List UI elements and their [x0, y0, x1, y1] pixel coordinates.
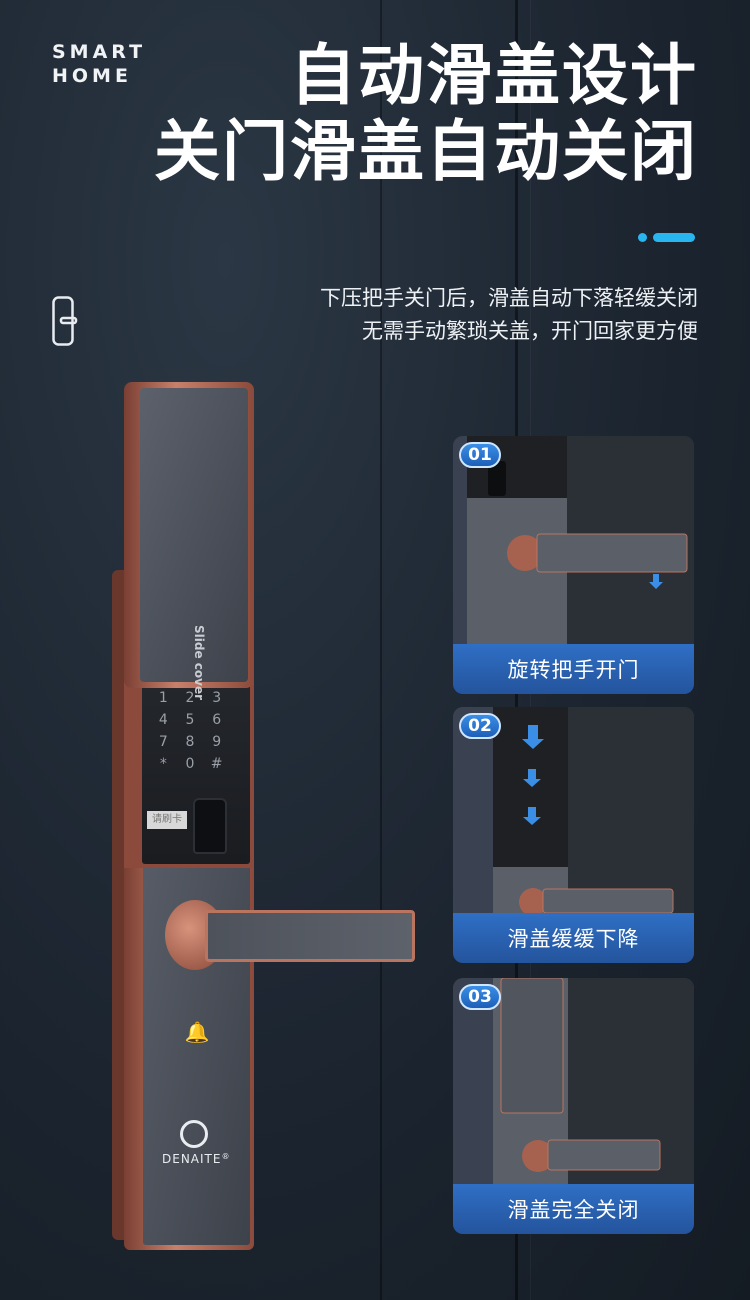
door-lock-icon	[52, 296, 78, 346]
keypad-key: 3	[212, 690, 222, 706]
down-arrow-icon	[523, 769, 541, 787]
step-number: 01	[459, 442, 501, 468]
down-arrow-icon	[523, 807, 541, 825]
accent-dot	[638, 233, 647, 242]
brand-line-2: HOME	[52, 65, 132, 87]
headline-line-1: 自动滑盖设计	[290, 37, 698, 114]
keypad-key: 5	[185, 712, 195, 728]
keypad-key: 9	[212, 734, 222, 750]
lever-handle-bar	[205, 910, 415, 962]
accent-bar	[653, 233, 695, 242]
down-arrow-icon	[649, 574, 663, 589]
keypad-key: 2	[185, 690, 195, 706]
step-caption: 滑盖缓缓下降	[453, 913, 694, 963]
bell-icon: 🔔	[184, 1020, 210, 1044]
down-arrow-icon	[522, 725, 544, 749]
keypad-key: #	[210, 756, 223, 772]
step-number: 03	[459, 984, 501, 1010]
keypad-key: 6	[212, 712, 222, 728]
step-card: 03 滑盖完全关闭	[453, 978, 694, 1234]
step-caption: 旋转把手开门	[453, 644, 694, 694]
subtitle-line-1: 下压把手关门后，滑盖自动下落轻缓关闭	[320, 286, 698, 310]
brand-logo-text: DENAITE®	[162, 1152, 230, 1166]
card-tag-label: 请刷卡	[147, 811, 187, 829]
keypad-key: 1	[158, 690, 168, 706]
step-caption: 滑盖完全关闭	[453, 1184, 694, 1234]
subtitle-line-2: 无需手动繁琐关盖，开门回家更方便	[362, 319, 698, 343]
slide-cover-label: Slide cover	[192, 625, 206, 701]
fingerprint-icon	[193, 798, 227, 854]
headline-line-2: 关门滑盖自动关闭	[154, 113, 698, 190]
step-scene	[453, 436, 694, 644]
keypad-key: *	[159, 756, 167, 772]
step-card: 01 旋转把手开门	[453, 436, 694, 694]
logo-name: DENAITE	[162, 1152, 222, 1166]
subtitle: 下压把手关门后，滑盖自动下落轻缓关闭 无需手动繁琐关盖，开门回家更方便	[320, 282, 698, 348]
brand-line-1: SMART	[52, 41, 147, 63]
registered-mark: ®	[221, 1152, 231, 1161]
keypad: 1 2 3 4 5 6 7 8 9 * 0 #	[150, 690, 230, 772]
keypad-key: 0	[185, 756, 195, 772]
door-seam	[380, 0, 382, 1300]
step-scene	[453, 707, 694, 913]
brand-label: SMART HOME	[52, 40, 146, 88]
keypad-key: 7	[158, 734, 168, 750]
step-number: 02	[459, 713, 501, 739]
step-scene	[453, 978, 694, 1184]
keypad-key: 4	[158, 712, 168, 728]
keypad-key: 8	[185, 734, 195, 750]
brand-logo-icon	[180, 1120, 208, 1148]
accent-dots	[638, 233, 695, 242]
headline: 自动滑盖设计 关门滑盖自动关闭	[154, 38, 698, 190]
step-card: 02 滑盖缓缓下降	[453, 707, 694, 963]
